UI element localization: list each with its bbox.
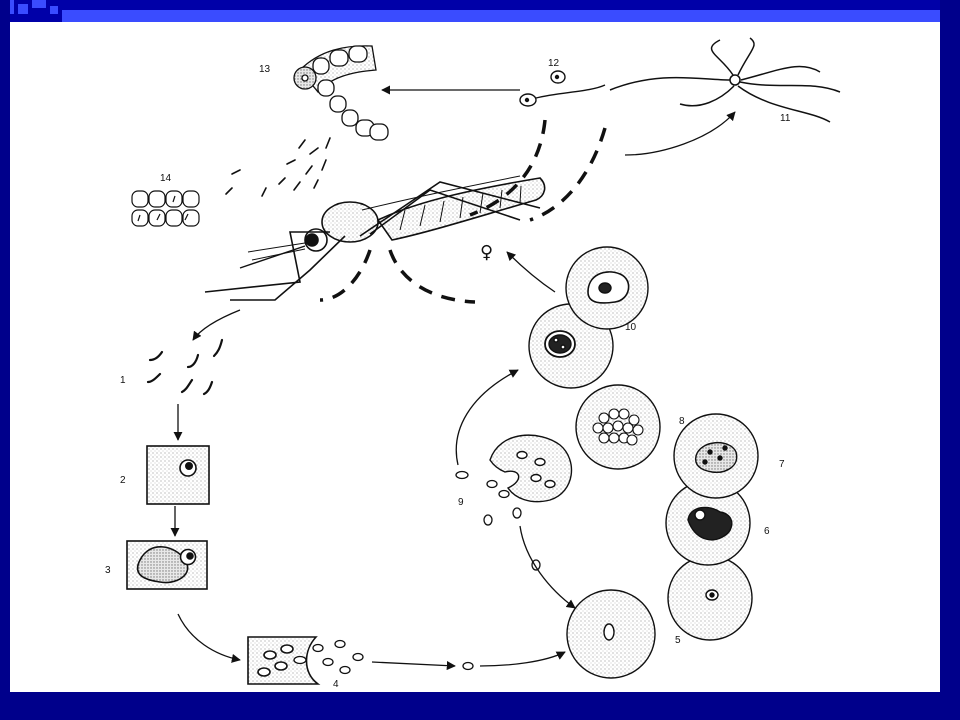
label-stage-5: 5 — [675, 635, 681, 646]
arrow-3-to-4 — [177, 613, 241, 663]
malaria-lifecycle-diagram: 1 2 3 4 5 6 7 8 9 10 11 12 13 14 ♀ — [105, 37, 841, 690]
rbc-stage-5 — [566, 589, 656, 679]
mosquito-illustration — [204, 175, 546, 301]
liver-rupture-stage-4 — [247, 636, 321, 685]
merozoites-stage-4 — [293, 639, 474, 675]
slide-right-bar — [940, 0, 960, 720]
midgut-oocyst — [293, 45, 389, 141]
rbc-stage-6 — [665, 480, 751, 566]
label-stage-2: 2 — [120, 475, 126, 486]
label-stage-3: 3 — [105, 565, 111, 576]
rbc-gametocyte-upper — [565, 246, 649, 330]
rbc-stage-7 — [673, 413, 759, 499]
decor-square — [32, 0, 46, 8]
label-stage-6: 6 — [764, 526, 770, 537]
arrow-9-to-5 — [519, 525, 576, 609]
decor-strip — [62, 10, 960, 22]
arrow-to-female — [506, 251, 556, 293]
slide-left-bar — [0, 0, 10, 720]
arrow-to-1 — [192, 309, 241, 341]
liver-schizont-stage-3 — [126, 540, 208, 590]
slide-top-bar — [0, 0, 960, 22]
rbc-early-trophozoite — [667, 555, 753, 641]
rbc-stage-8 — [575, 384, 661, 470]
liver-cell-stage-2 — [146, 445, 210, 505]
sporozoites-injected — [146, 338, 224, 396]
zygote-ookinete — [519, 70, 606, 107]
salivary-gland — [131, 190, 200, 227]
exflagellating-gametocyte — [609, 37, 841, 123]
female-symbol: ♀ — [480, 242, 493, 263]
merozoites-stage-9 — [455, 470, 541, 571]
rbc-stage-9-rupture — [489, 434, 573, 503]
decor-square — [18, 4, 28, 14]
mosquito-gut-dashes — [319, 119, 607, 304]
label-stage-14: 14 — [160, 173, 172, 184]
sporozoites-released — [225, 137, 331, 197]
decor-square — [50, 6, 58, 14]
arrow-to-5 — [479, 651, 566, 667]
label-stage-9: 9 — [458, 497, 464, 508]
arrow-to-11 — [624, 111, 736, 156]
label-stage-7: 7 — [779, 459, 785, 470]
label-stage-4: 4 — [333, 679, 339, 690]
label-stage-1: 1 — [120, 375, 126, 386]
label-stage-8: 8 — [679, 416, 685, 427]
label-stage-12: 12 — [548, 58, 560, 69]
label-stage-10: 10 — [625, 322, 637, 333]
label-stage-13: 13 — [259, 64, 271, 75]
slide-bottom-bar — [0, 692, 960, 720]
arrow-4-to-blood — [371, 661, 456, 671]
label-stage-11: 11 — [780, 113, 791, 124]
arrow-9-to-10 — [455, 369, 519, 466]
slide-canvas: 1 2 3 4 5 6 7 8 9 10 11 12 13 14 ♀ — [10, 22, 940, 692]
